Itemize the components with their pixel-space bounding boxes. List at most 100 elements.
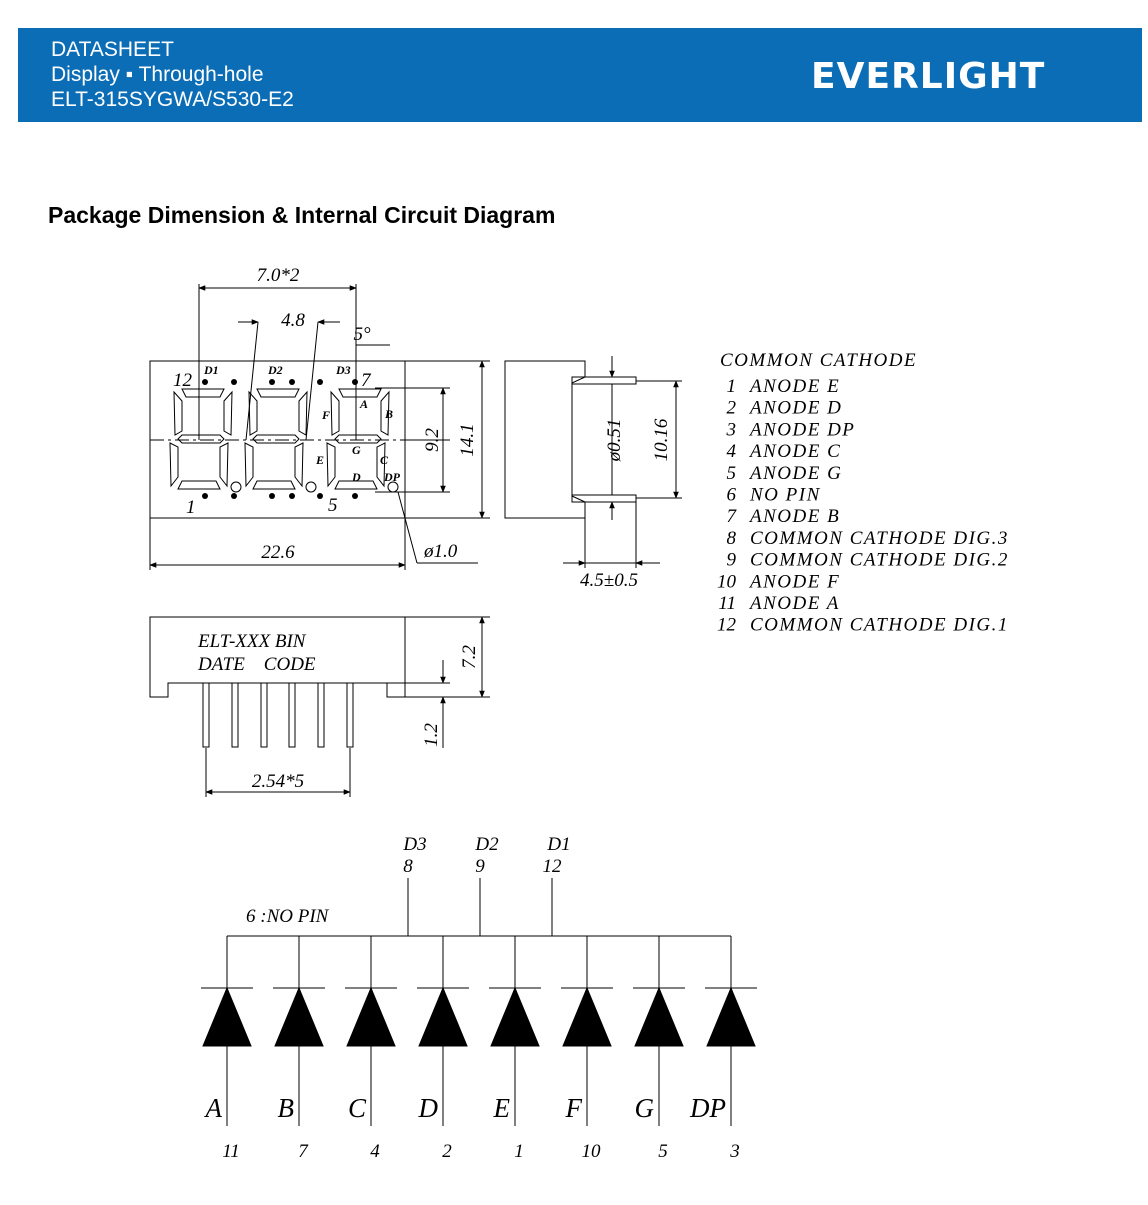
digit-2: [244, 388, 317, 493]
everlight-logo: EVERLIGHT: [811, 56, 1046, 97]
segment-g: [334, 434, 382, 444]
segment-pin-number: 2: [442, 1141, 452, 1162]
pin-5-label: 5: [328, 495, 338, 516]
seg-f-label: F: [321, 408, 330, 422]
pin-number: 3: [726, 419, 737, 440]
bottom-view-text: ELT-XXX BIN DATE CODE 7.2 1.2 2.54*5: [197, 631, 480, 792]
pin-number: 8: [727, 528, 737, 549]
segment-e: [169, 442, 179, 488]
pin-dot: [317, 493, 323, 499]
diode-triangle: [274, 986, 324, 1047]
segment-name: DP: [689, 1093, 726, 1123]
dim-pin-pitch: 2.54*5: [252, 771, 304, 792]
pin-function: NO PIN: [749, 485, 821, 506]
side-view: [504, 356, 682, 568]
dim-offset: 4.8: [281, 310, 305, 331]
segment-name: G: [635, 1093, 655, 1123]
pin-number: 7: [727, 506, 738, 527]
pin-function: COMMON CATHODE DIG.3: [750, 528, 1009, 549]
segment-f: [248, 390, 258, 436]
product-category: Display ▪ Through-hole: [51, 63, 264, 86]
pin-dot: [269, 379, 275, 385]
marking-line1: ELT-XXX BIN: [197, 631, 307, 652]
segment-name: C: [348, 1093, 367, 1123]
diode-triangle: [490, 986, 540, 1047]
dim-height-inner: 9.2: [422, 428, 443, 452]
segment-e: [326, 442, 336, 488]
offset-ext-right: [305, 321, 319, 441]
digit-d1-label: D1: [203, 363, 219, 377]
segment-name: B: [278, 1093, 295, 1123]
segment-b: [223, 390, 233, 436]
segment-name: D: [418, 1093, 439, 1123]
pin-dot: [202, 379, 208, 385]
diode-dp: [705, 936, 757, 1126]
pin-number: 6: [727, 485, 737, 506]
segment-pin-number: 3: [729, 1141, 740, 1162]
decimal-point: [230, 481, 242, 493]
seg-b-label: B: [384, 407, 393, 421]
digit-1: [169, 388, 242, 493]
seg-c-label: C: [380, 453, 389, 467]
circuit-diagram: [201, 878, 757, 1126]
diode-g: [633, 936, 685, 1126]
segment-a: [256, 388, 300, 398]
seg-a-label: A: [359, 397, 368, 411]
no-pin-note: 6 :NO PIN: [246, 906, 330, 927]
segment-g: [252, 434, 300, 444]
pin-dot: [269, 493, 275, 499]
diode-a: [201, 936, 253, 1126]
dim-dp-dia: ø1.0: [423, 541, 458, 562]
lead-pin: [317, 682, 325, 748]
lead-pin: [260, 682, 268, 748]
pin-dot: [289, 379, 295, 385]
lead-pin: [202, 682, 210, 748]
dim-pin-span: 10.16: [651, 418, 672, 461]
seg-dp-label: DP: [383, 470, 401, 484]
dim-pitch: 7.0*2: [257, 265, 300, 286]
segment-f: [330, 390, 340, 436]
segment-name: F: [565, 1093, 583, 1123]
segment-pin-number: 4: [370, 1141, 380, 1162]
bottom-view: [149, 616, 490, 797]
digit-d3-label: D3: [335, 363, 351, 377]
pin-dot: [352, 379, 358, 385]
common-pin-number: 9: [475, 856, 485, 877]
decimal-point: [305, 481, 317, 493]
segment-pin-number: 5: [658, 1141, 668, 1162]
diode-triangle: [202, 986, 252, 1047]
pin-function: ANODE D: [748, 398, 842, 419]
segment-pin-number: 10: [582, 1141, 602, 1162]
segment-a: [338, 388, 382, 398]
segment-pin-number: 7: [298, 1141, 309, 1162]
pin-number: 10: [717, 571, 737, 592]
common-lines: [407, 878, 553, 936]
dim-height-72: 7.2: [459, 645, 480, 669]
pin-function: ANODE G: [748, 463, 842, 484]
pin-function: ANODE F: [748, 571, 840, 592]
lead-pin: [346, 682, 354, 748]
segment-labels: D1 D2 D3 A B C D E F G DP: [203, 363, 401, 484]
segment-g: [177, 434, 225, 444]
diode-c: [345, 936, 397, 1126]
part-number: ELT-315SYGWA/S530-E2: [51, 88, 294, 111]
diode-triangle: [634, 986, 684, 1047]
section-title: Package Dimension & Internal Circuit Dia…: [48, 202, 556, 228]
pin-dot: [231, 379, 237, 385]
digit-d2-label: D2: [267, 363, 283, 377]
pin-dot: [317, 379, 323, 385]
segment-c: [376, 442, 386, 488]
pin-function: COMMON CATHODE DIG.1: [750, 615, 1009, 636]
seg-g-label: G: [352, 443, 361, 457]
segment-b: [298, 390, 308, 436]
pin-dot: [352, 493, 358, 499]
offset-ext-left: [245, 321, 259, 441]
common-pin-number: 8: [403, 856, 413, 877]
pin-1-label: 1: [186, 497, 196, 518]
pin-number: 1: [727, 376, 737, 397]
dim-depth: 4.5±0.5: [580, 570, 638, 591]
segment-d: [334, 480, 378, 490]
